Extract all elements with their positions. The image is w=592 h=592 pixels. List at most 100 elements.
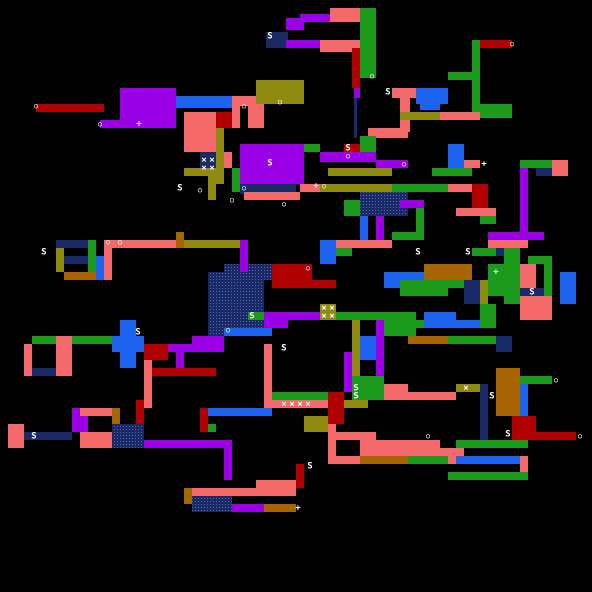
map-room — [24, 432, 72, 440]
map-room — [232, 96, 256, 106]
map-room — [232, 168, 240, 192]
map-room — [264, 344, 272, 416]
map-room — [528, 256, 552, 264]
door-marker: ○ — [230, 196, 234, 204]
blocked-marker: × — [281, 400, 286, 410]
map-room — [432, 288, 448, 296]
map-room — [320, 40, 360, 52]
map-room — [472, 40, 480, 112]
map-room — [472, 184, 488, 208]
save-marker: S — [529, 288, 534, 298]
map-room — [296, 464, 304, 488]
blocked-marker: × — [297, 400, 302, 410]
map-room — [80, 432, 112, 448]
blocked-marker: × — [209, 156, 214, 166]
map-room — [144, 344, 168, 360]
map-room — [392, 232, 424, 240]
blocked-marker: × — [209, 164, 214, 174]
item-marker: + — [481, 160, 487, 170]
map-room — [360, 432, 376, 456]
save-marker: S — [307, 462, 312, 472]
map-room — [56, 240, 88, 248]
door-marker: ○ — [198, 186, 202, 194]
map-room — [184, 112, 216, 152]
rooms-layer — [8, 8, 576, 512]
map-room — [448, 144, 464, 168]
door-marker: ○ — [226, 326, 230, 334]
map-room — [152, 368, 216, 376]
map-room — [144, 360, 152, 408]
map-room — [72, 336, 112, 344]
map-room — [536, 432, 576, 440]
map-room — [440, 280, 464, 288]
save-marker: S — [345, 144, 350, 154]
save-marker: S — [41, 248, 46, 258]
map-room — [244, 192, 300, 200]
map-room — [384, 384, 408, 400]
map-room — [208, 424, 216, 432]
map-room — [328, 424, 336, 464]
map-room — [480, 280, 488, 304]
door-marker: ○ — [118, 238, 122, 246]
map-room — [248, 104, 264, 128]
map-room — [200, 408, 208, 432]
map-room — [448, 472, 528, 480]
map-room — [312, 280, 336, 288]
map-room — [376, 440, 440, 456]
map-room — [144, 440, 232, 448]
map-room — [224, 152, 232, 168]
item-marker: + — [493, 268, 499, 278]
map-room — [448, 184, 472, 192]
map-room — [320, 240, 336, 264]
map-room — [360, 8, 376, 78]
map-room — [352, 320, 360, 376]
map-room — [216, 112, 232, 128]
map-room — [464, 160, 480, 168]
save-marker: S — [489, 392, 494, 402]
map-room — [168, 344, 192, 352]
map-room — [240, 184, 296, 194]
map-room — [472, 248, 496, 256]
door-marker: ○ — [282, 200, 286, 208]
map-room — [286, 40, 320, 48]
map-room — [520, 288, 544, 296]
save-marker: S — [267, 32, 272, 42]
map-room — [184, 168, 216, 176]
map-room — [400, 280, 440, 296]
map-room — [352, 48, 360, 88]
map-room — [480, 104, 512, 118]
map-room — [552, 160, 568, 176]
blocked-marker: × — [289, 400, 294, 410]
map-room — [496, 336, 512, 352]
map-room — [456, 384, 480, 392]
map-room — [264, 320, 288, 328]
save-marker: S — [505, 430, 510, 440]
map-room — [256, 80, 304, 104]
map-room — [392, 88, 416, 98]
map-room — [176, 96, 232, 108]
map-room — [216, 128, 224, 184]
map-room — [96, 256, 104, 280]
map-room — [176, 352, 184, 376]
map-room — [480, 216, 496, 224]
map-room — [266, 32, 288, 48]
map-room — [368, 128, 408, 138]
map-room — [504, 248, 520, 304]
map-room — [248, 312, 264, 320]
map-room — [300, 184, 324, 192]
map-room — [176, 232, 184, 248]
door-marker: ○ — [370, 72, 374, 80]
map-room — [512, 416, 536, 440]
map-room — [320, 184, 400, 192]
item-marker: + — [313, 182, 319, 192]
map-room — [8, 424, 24, 448]
map-room — [328, 248, 352, 256]
map-room — [560, 272, 576, 304]
map-room — [544, 256, 552, 296]
map-room — [300, 14, 330, 22]
map-room — [304, 416, 328, 432]
map-room — [272, 400, 328, 408]
item-marker: + — [295, 504, 301, 514]
map-room — [112, 336, 144, 352]
map-room — [392, 184, 448, 192]
